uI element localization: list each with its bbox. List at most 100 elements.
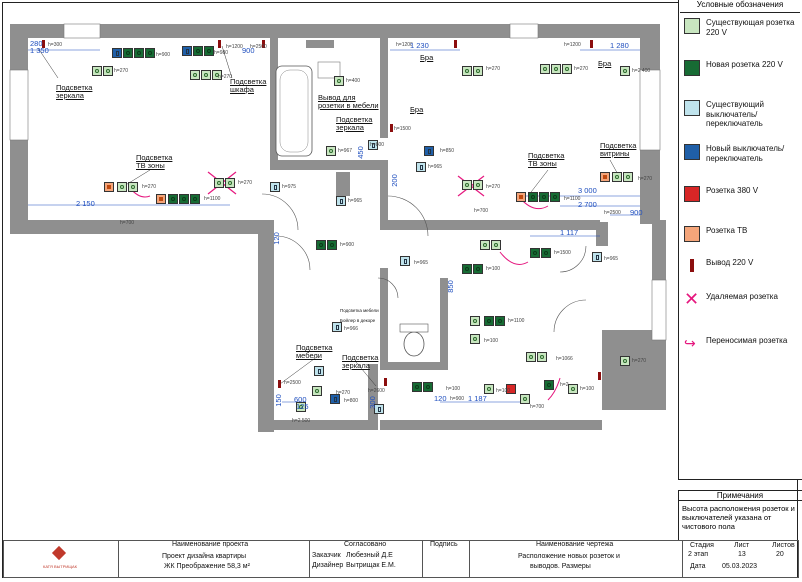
height-tag: h=975 bbox=[282, 184, 297, 190]
new-socket bbox=[539, 192, 549, 202]
existing-socket bbox=[612, 172, 622, 182]
existing-switch bbox=[270, 182, 280, 192]
height-tag: h=2500 bbox=[604, 210, 621, 216]
dimension: 280 bbox=[30, 39, 43, 48]
existing-socket bbox=[526, 352, 536, 362]
outlet-220 bbox=[598, 372, 601, 380]
existing-socket bbox=[484, 384, 494, 394]
callout-label: Подсветка зеркала bbox=[56, 83, 93, 100]
existing-socket bbox=[520, 394, 530, 404]
existing-socket bbox=[214, 178, 224, 188]
dimension: 1 350 bbox=[30, 46, 49, 55]
sheets-header: Листов bbox=[772, 542, 795, 549]
callout-label: Бойлер в декоре bbox=[340, 318, 376, 323]
height-tag: h=100 bbox=[580, 386, 595, 392]
height-tag: h=900 bbox=[340, 242, 355, 248]
sheets-value: 20 bbox=[776, 551, 784, 558]
dimension: 120 bbox=[271, 232, 281, 245]
legend-new-switch: Новый выключатель/ переключатель bbox=[684, 144, 798, 163]
height-tag: h=2600 bbox=[368, 388, 385, 394]
new-socket bbox=[123, 48, 133, 58]
tb-logo-cell bbox=[3, 540, 119, 578]
legend-label: Вывод 220 V bbox=[706, 258, 754, 267]
legend-new-socket: Новая розетка 220 V bbox=[684, 60, 798, 76]
legend-outlet-220: Вывод 220 V bbox=[684, 258, 798, 274]
notes-panel bbox=[678, 490, 802, 540]
designer-label: Дизайнер bbox=[312, 562, 344, 569]
designer-name: Вытрищак Е.М. bbox=[346, 562, 396, 569]
existing-socket bbox=[312, 386, 322, 396]
legend-socket-380: Розетка 380 V bbox=[684, 186, 798, 202]
outlet-220 bbox=[218, 40, 221, 48]
height-tag: h=965 bbox=[414, 260, 429, 266]
existing-socket bbox=[568, 384, 578, 394]
new-socket bbox=[544, 380, 554, 390]
new-switch bbox=[330, 394, 340, 404]
height-tag: h=850 bbox=[440, 148, 455, 154]
legend-label: Существующий выключатель/ переключатель bbox=[706, 100, 764, 128]
dimension: 1 280 bbox=[610, 41, 629, 50]
existing-socket bbox=[562, 64, 572, 74]
new-socket bbox=[484, 316, 494, 326]
height-tag: h=270 bbox=[638, 176, 653, 182]
existing-socket bbox=[491, 240, 501, 250]
callout-label: Бра bbox=[410, 105, 424, 114]
height-tag: h=965 bbox=[604, 256, 619, 262]
drawing-line-2: выводов. Размеры bbox=[530, 563, 591, 570]
height-tag: h=1200 bbox=[564, 42, 581, 48]
existing-socket bbox=[470, 316, 480, 326]
existing-switch bbox=[332, 322, 342, 332]
logo-text: КАТЯ ВЫТРИЩАК bbox=[43, 564, 77, 569]
existing-socket bbox=[92, 66, 102, 76]
new-socket bbox=[528, 192, 538, 202]
legend-label: Удаляемая розетка bbox=[706, 292, 778, 301]
existing-socket bbox=[473, 180, 483, 190]
existing-socket bbox=[470, 334, 480, 344]
new-socket bbox=[327, 240, 337, 250]
new-socket bbox=[168, 194, 178, 204]
date-label: Дата bbox=[690, 563, 706, 570]
dimension: 900 bbox=[630, 208, 643, 217]
dimension: 900 bbox=[242, 46, 255, 55]
height-tag: h=1200 bbox=[396, 42, 413, 48]
sheet-value: 13 bbox=[738, 551, 746, 558]
height-tag: h=1100 bbox=[204, 196, 221, 202]
height-tag: h=2 bbox=[560, 382, 569, 388]
tb-stage-cell bbox=[682, 540, 799, 578]
callout-label: Подсветка ТВ зоны bbox=[528, 151, 565, 168]
new-socket bbox=[204, 46, 214, 56]
callout-label: Бра bbox=[598, 59, 612, 68]
height-tag: h=270 bbox=[486, 184, 501, 190]
new-socket bbox=[423, 382, 433, 392]
new-socket bbox=[541, 248, 551, 258]
callout-label: Подсветка зеркала bbox=[342, 353, 379, 370]
height-tag: h=700 bbox=[474, 208, 489, 214]
existing-socket-icon bbox=[684, 18, 700, 34]
new-switch bbox=[182, 46, 192, 56]
height-tag: h=270 bbox=[486, 66, 501, 72]
height-tag: h=100 bbox=[486, 266, 501, 272]
existing-socket bbox=[212, 70, 222, 80]
tv-socket bbox=[156, 194, 166, 204]
height-tag: h=900 bbox=[450, 396, 465, 402]
existing-socket bbox=[620, 66, 630, 76]
outlet-220-icon bbox=[684, 258, 700, 274]
new-switch-icon bbox=[684, 144, 700, 160]
outlet-220 bbox=[590, 40, 593, 48]
socket-380-icon bbox=[684, 186, 700, 202]
callout-label: Подсветка зеркала bbox=[336, 115, 373, 132]
legend-title: Условные обозначения bbox=[680, 0, 800, 13]
new-socket bbox=[495, 316, 505, 326]
stage-value: 2 этап bbox=[688, 551, 709, 558]
existing-socket bbox=[473, 66, 483, 76]
dimension: 200 bbox=[389, 174, 399, 187]
legend-tv-socket: Розетка ТВ bbox=[684, 226, 798, 242]
existing-socket bbox=[540, 64, 550, 74]
outlet-220 bbox=[42, 40, 45, 48]
existing-socket bbox=[480, 240, 490, 250]
existing-switch bbox=[416, 162, 426, 172]
new-socket bbox=[190, 194, 200, 204]
height-tag: h=270 bbox=[218, 74, 233, 80]
callout-label: Подсветка шкафа bbox=[230, 77, 267, 94]
height-tag: h=2500 bbox=[284, 380, 301, 386]
